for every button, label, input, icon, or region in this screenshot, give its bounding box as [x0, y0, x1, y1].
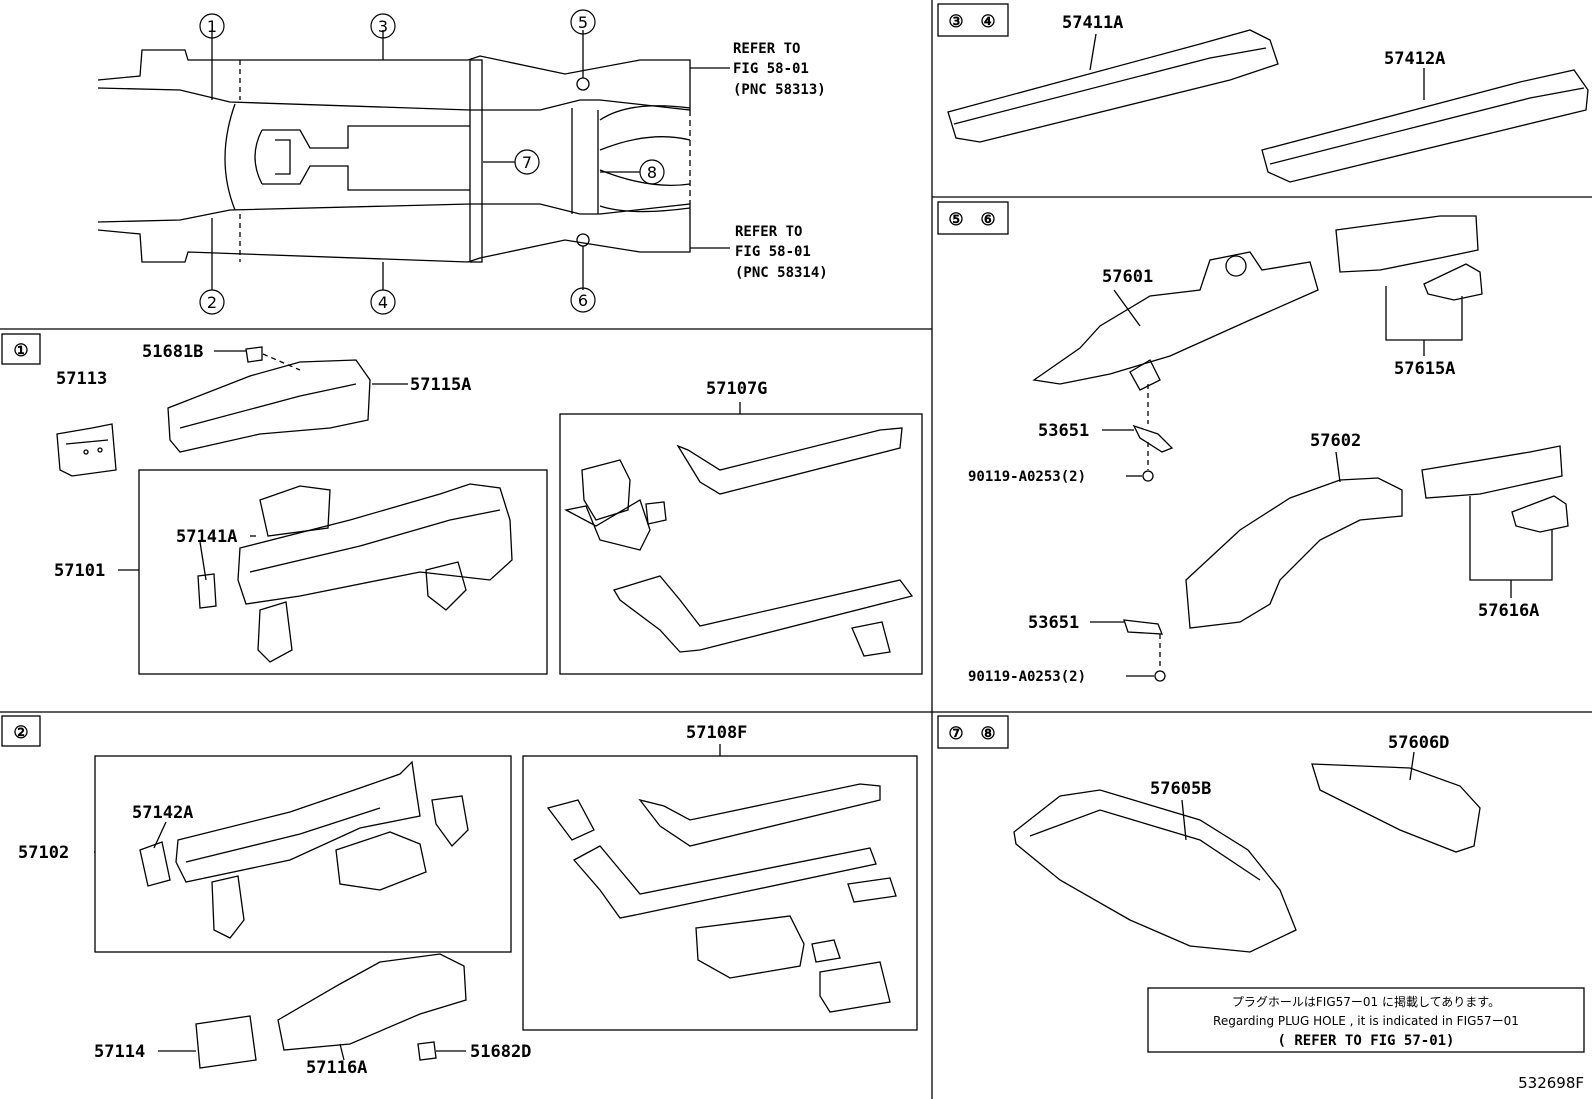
part-label-57115a: 57115A: [410, 375, 471, 395]
marker-7: 7: [522, 153, 532, 172]
part-label-90119-lower: 90119-A0253(2): [968, 669, 1086, 685]
refer-top-line2: FIG 58-01: [733, 61, 809, 77]
section-tag-4: ④: [980, 12, 995, 32]
marker-6: 6: [578, 291, 588, 310]
section-tag-6: ⑥: [980, 210, 995, 230]
section2-drawings: [94, 755, 918, 1069]
refer-bottom-line2: FIG 58-01: [735, 244, 811, 260]
note-line-japanese: プラグホールはFIG57ー01 に掲載してあります。: [1232, 994, 1500, 1009]
section-tag-2: ②: [13, 723, 28, 743]
marker-4: 4: [378, 293, 388, 312]
part-label-57141a: 57141A: [176, 527, 237, 547]
marker-5: 5: [578, 13, 588, 32]
part-label-57107g: 57107G: [706, 379, 767, 399]
section56-drawings: [1032, 215, 1569, 682]
section1-drawings: [56, 346, 923, 675]
part-label-57605b: 57605B: [1150, 779, 1211, 799]
section-tag-boxes: [1, 3, 1009, 749]
note-line-english: Regarding PLUG HOLE , it is indicated in…: [1213, 1014, 1519, 1028]
figure-id: 532698F: [1518, 1074, 1584, 1092]
marker-8: 8: [647, 163, 657, 182]
refer-bottom-line1: REFER TO: [735, 224, 802, 240]
part-label-57102: 57102: [18, 843, 69, 863]
part-label-90119-upper: 90119-A0253(2): [968, 469, 1086, 485]
part-label-57606d: 57606D: [1388, 733, 1449, 753]
floor-overview-drawing: [97, 30, 730, 290]
marker-3: 3: [378, 17, 388, 36]
section-tag-3: ③: [948, 12, 963, 32]
refer-bottom-line3: (PNC 58314): [735, 265, 828, 281]
part-label-57101: 57101: [54, 561, 105, 581]
part-label-57616a: 57616A: [1478, 601, 1539, 621]
part-label-57615a: 57615A: [1394, 359, 1455, 379]
part-label-51681b: 51681B: [142, 342, 203, 362]
marker-1: 1: [207, 17, 217, 36]
part-label-57116a: 57116A: [306, 1058, 367, 1078]
part-label-53651-lower: 53651: [1028, 613, 1079, 633]
section34-drawings: [947, 29, 1589, 183]
part-label-57108f: 57108F: [686, 723, 747, 743]
part-label-57412a: 57412A: [1384, 49, 1445, 69]
part-label-57142a: 57142A: [132, 803, 193, 823]
refer-top-line3: (PNC 58313): [733, 82, 826, 98]
section-tag-1: ①: [13, 341, 28, 361]
note-line-refer: ( REFER TO FIG 57-01): [1277, 1033, 1454, 1049]
part-label-57114: 57114: [94, 1042, 145, 1062]
part-label-53651-upper: 53651: [1038, 421, 1089, 441]
part-label-57602: 57602: [1310, 431, 1361, 451]
part-label-57411a: 57411A: [1062, 13, 1123, 33]
part-label-57113: 57113: [56, 369, 107, 389]
part-label-51682d: 51682D: [470, 1042, 531, 1062]
marker-2: 2: [207, 293, 217, 312]
section-tag-8: ⑧: [980, 724, 995, 744]
section-tag-7: ⑦: [948, 724, 963, 744]
overview-marker-circles: [199, 9, 665, 315]
section78-drawings: [1013, 763, 1585, 1053]
refer-top-line1: REFER TO: [733, 41, 800, 57]
section-tag-5: ⑤: [948, 210, 963, 230]
part-label-57601: 57601: [1102, 267, 1153, 287]
leader-lines: [94, 33, 1425, 1061]
